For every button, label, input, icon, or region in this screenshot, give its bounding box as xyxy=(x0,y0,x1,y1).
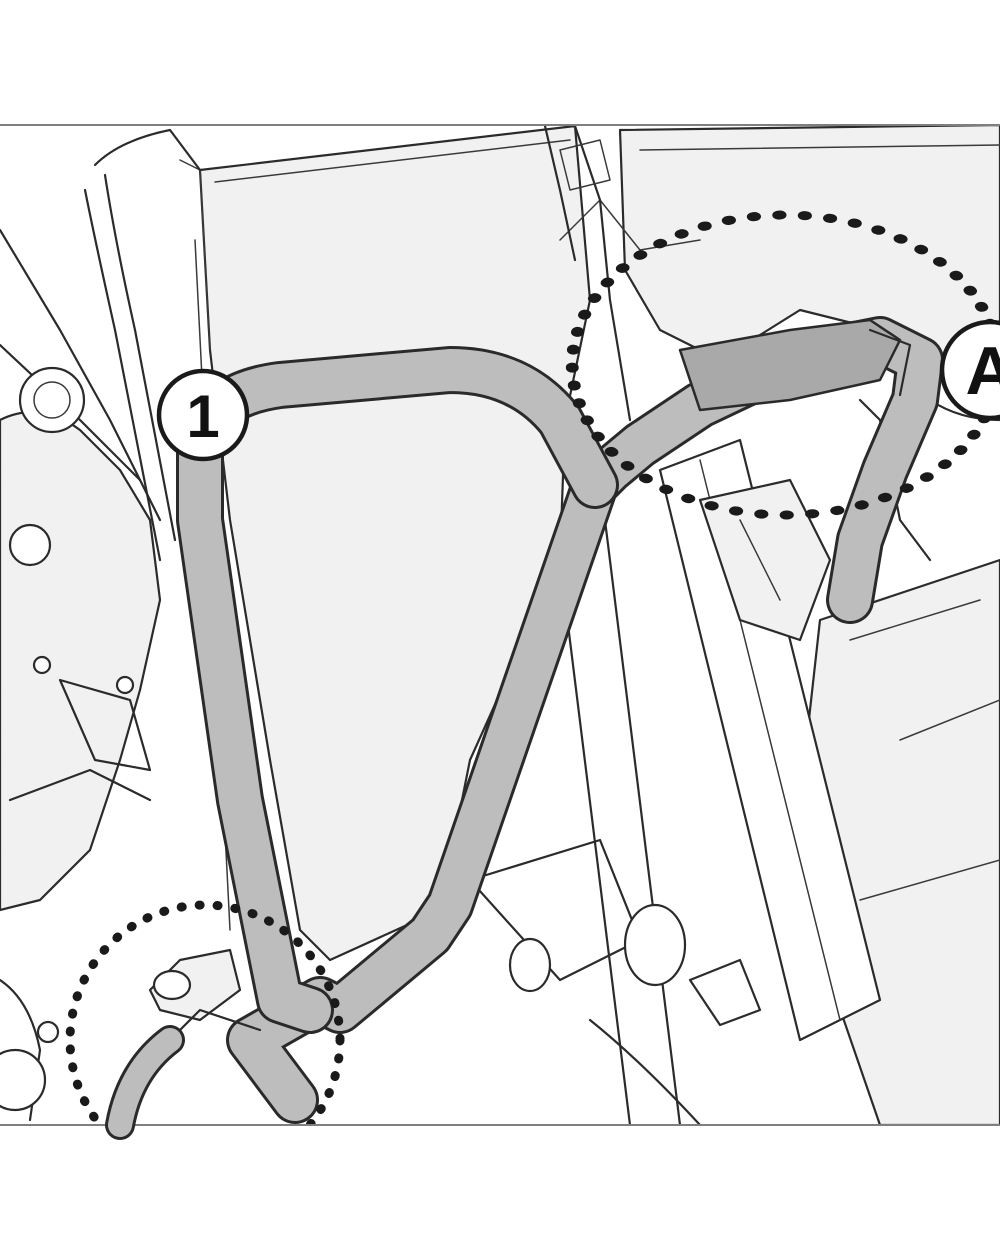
detail-circle-lower-left xyxy=(65,900,345,1124)
callout-1: 1 xyxy=(156,368,250,462)
motorcycle-line-art xyxy=(0,126,1000,1124)
callout-a: A xyxy=(939,319,1000,421)
callout-a-label: A xyxy=(965,333,1000,409)
callout-1-label: 1 xyxy=(186,383,219,450)
